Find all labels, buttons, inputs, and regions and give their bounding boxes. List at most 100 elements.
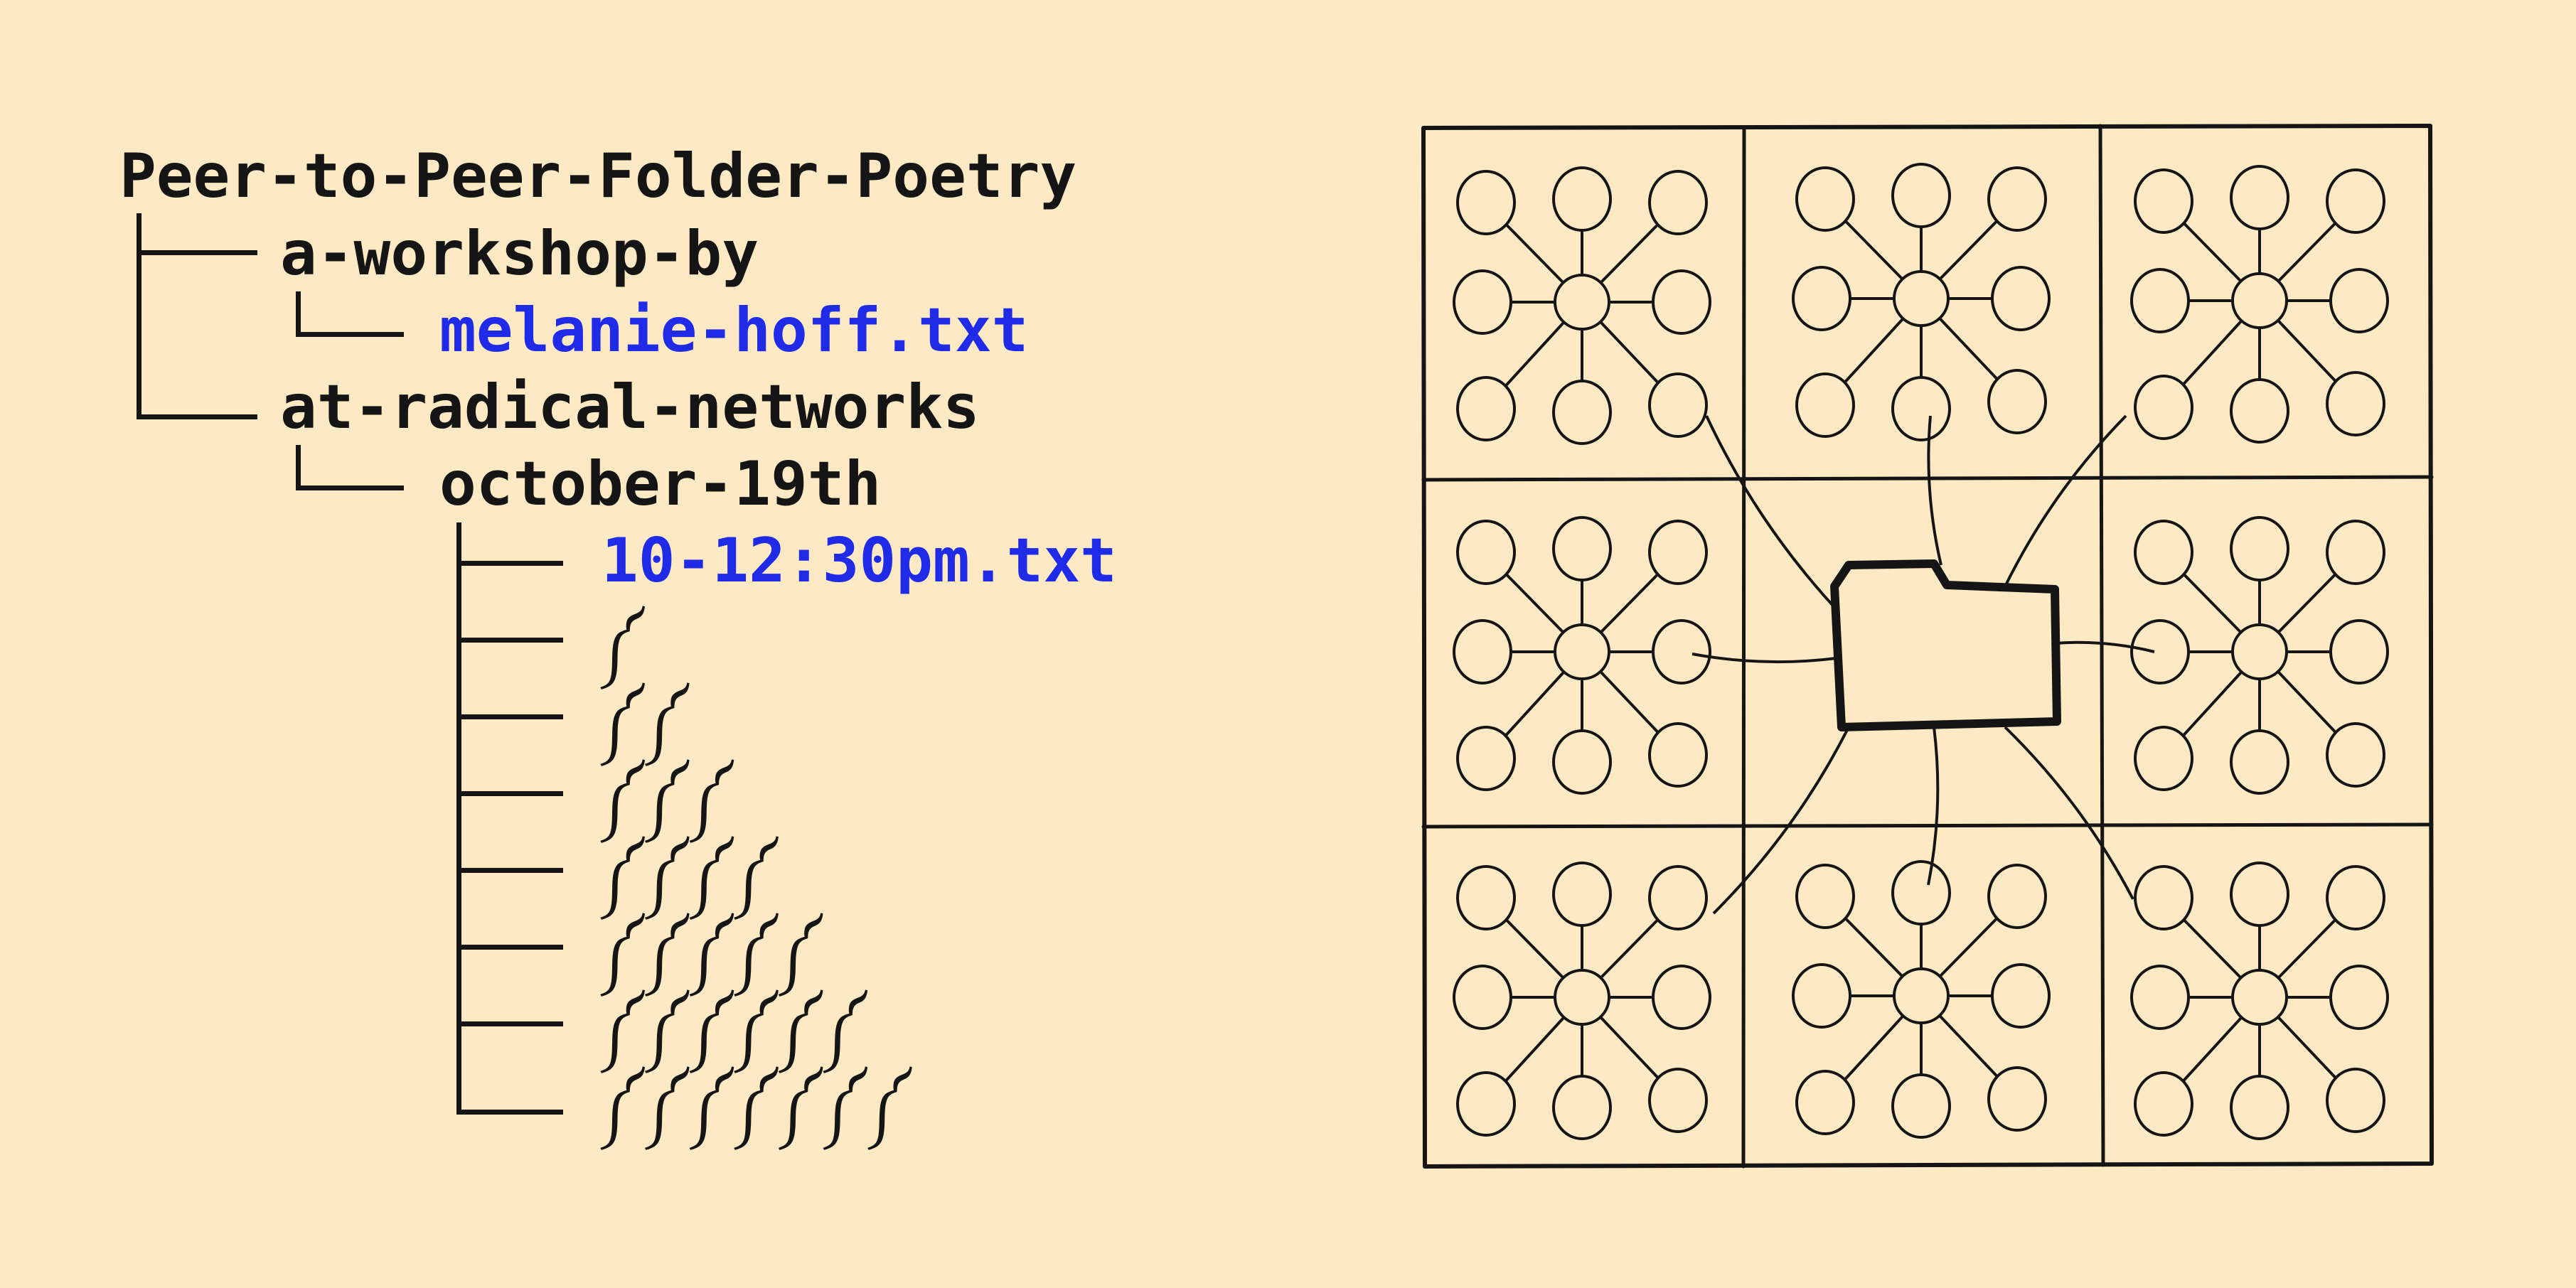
glyph-row-3: ༼༼༼ [599, 766, 732, 830]
tree-file-time[interactable]: 10-12:30pm.txt [602, 525, 1117, 596]
network-node [2130, 619, 2190, 685]
glyph-row-2: ༼༼ [599, 689, 688, 753]
network-hub-node [2231, 272, 2288, 329]
glyph-row-6: ༼༼༼༼༼༼ [599, 997, 866, 1061]
network-link [1927, 726, 1940, 886]
network-hub-node [1893, 270, 1950, 327]
network-link [2277, 572, 2337, 634]
network-node [1987, 1066, 2047, 1132]
network-node [1456, 865, 1516, 930]
network-link [2277, 221, 2337, 283]
network-link [2181, 670, 2243, 738]
tree-branch-line [456, 945, 563, 950]
tree-branch-line [456, 868, 563, 873]
network-node [1552, 166, 1612, 232]
network-link [1844, 219, 1904, 281]
network-node [1552, 380, 1612, 445]
network-node [1652, 965, 1711, 1030]
tree-branch-line [296, 485, 404, 490]
tree-folder-october: october-19th [439, 449, 882, 520]
network-node [1652, 269, 1711, 335]
network-node [2134, 865, 2193, 930]
glyph-row-1: ༼ [599, 613, 643, 677]
network-node [1792, 963, 1851, 1029]
tree-branch-line [137, 250, 257, 255]
tree-file-melanie-hoff[interactable]: melanie-hoff.txt [439, 295, 1029, 366]
network-link [2277, 1016, 2338, 1080]
tree-root-label: Peer-to-Peer-Folder-Poetry [119, 141, 1077, 212]
network-node [1891, 860, 1951, 925]
network-hub-node [1893, 967, 1950, 1024]
network-link [1504, 321, 1566, 388]
glyph-row-7: ༼༼༼༼༼༼༼ [599, 1073, 911, 1137]
network-link [1599, 1016, 1660, 1080]
network-node [1456, 520, 1516, 585]
network-node [2326, 865, 2385, 930]
network-link [2182, 572, 2243, 634]
glyph-row-5: ༼༼༼༼༼ [599, 920, 822, 984]
network-link [1927, 415, 1942, 566]
network-link [2277, 918, 2337, 980]
network-link [2004, 726, 2134, 900]
tree-folder-radical-networks: at-radical-networks [280, 372, 980, 443]
network-node [1453, 965, 1512, 1030]
network-node [1891, 1073, 1951, 1139]
network-node [1795, 864, 1855, 929]
network-link [2004, 414, 2127, 587]
network-node [1795, 166, 1855, 232]
network-node [1891, 376, 1951, 441]
network-link [1599, 572, 1660, 634]
glyph-row-4: ༼༼༼༼ [599, 843, 777, 907]
tree-branch-line [296, 332, 404, 337]
network-link [1599, 222, 1660, 284]
network-node [2326, 722, 2385, 788]
tree-branch-line [456, 791, 563, 796]
network-node [2230, 165, 2289, 230]
network-node [1891, 163, 1951, 228]
network-link [2181, 1016, 2243, 1083]
network-node [1552, 862, 1612, 927]
tree-branch-line [456, 561, 563, 566]
tree-branch-line [456, 714, 563, 719]
network-hub-node [1554, 969, 1610, 1026]
network-link [2181, 319, 2243, 387]
network-node [2134, 726, 2193, 791]
network-node [1792, 266, 1851, 331]
network-link [1938, 317, 1999, 381]
network-node [1795, 1070, 1855, 1135]
network-node [1648, 170, 1708, 235]
network-node [2230, 378, 2289, 444]
network-node [1456, 726, 1516, 791]
network-node [2326, 371, 2385, 436]
tree-branch-line [456, 1021, 563, 1026]
tree-branch-line [296, 445, 301, 490]
network-node [1987, 369, 2047, 434]
network-link [1843, 317, 1905, 385]
network-link [1938, 916, 1999, 978]
network-node [2329, 619, 2389, 685]
folder-icon [1830, 559, 2061, 731]
network-node [2329, 268, 2389, 333]
network-link [2182, 221, 2243, 283]
network-hub-node [2231, 623, 2288, 680]
network-node [1648, 372, 1708, 438]
network-node [1991, 963, 2051, 1029]
network-node [1991, 266, 2051, 331]
network-link [1938, 1014, 1999, 1078]
network-link [2054, 640, 2155, 653]
network-node [1987, 166, 2047, 232]
network-node [2326, 520, 2385, 585]
network-node [2134, 375, 2193, 440]
tree-branch-line [456, 1110, 563, 1115]
network-node [2230, 1075, 2289, 1140]
network-link [1599, 670, 1660, 734]
network-link [1844, 916, 1904, 978]
network-node [2230, 516, 2289, 581]
network-link [1938, 219, 1999, 281]
network-link [2182, 918, 2243, 980]
network-link [1599, 918, 1660, 980]
network-node [1456, 376, 1516, 441]
network-node [1795, 372, 1855, 438]
network-node [1552, 516, 1612, 581]
network-node [1652, 619, 1711, 685]
